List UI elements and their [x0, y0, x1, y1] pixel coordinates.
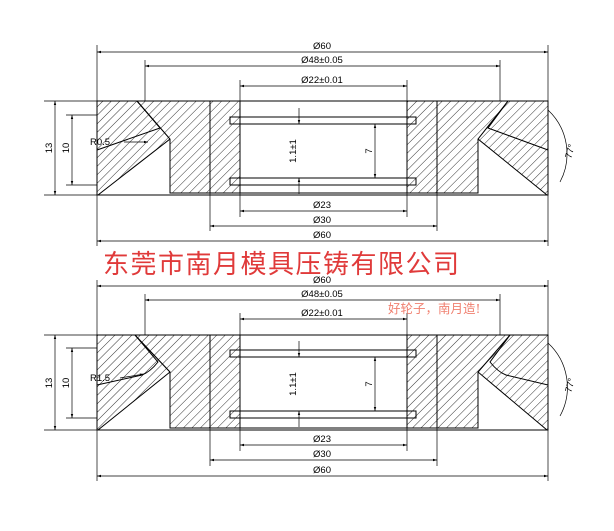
dimension-lines: [44, 45, 568, 246]
depth-label: 7: [364, 148, 375, 153]
bearing-bores: [229, 116, 417, 186]
dimension-lines: [44, 280, 568, 481]
radius-label: R1.5: [90, 373, 110, 384]
bearing-bores: [229, 349, 417, 419]
dim-23: Ø23: [313, 200, 331, 211]
dim-60-top: Ø60: [313, 275, 331, 286]
dim-23: Ø23: [313, 434, 331, 445]
angle-label: 77°: [563, 143, 577, 160]
dimension-labels: Ø60 Ø48±0.05 Ø22±0.01 13 10 R0.5 1.1±1 7…: [44, 41, 578, 241]
depth-label: 7: [364, 381, 375, 386]
dim-60-bottom: Ø60: [313, 230, 331, 241]
dim-60-top: Ø60: [313, 41, 331, 52]
dim-13: 13: [44, 143, 55, 154]
dim-30: Ø30: [313, 449, 331, 460]
dim-10: 10: [61, 378, 72, 389]
dim-13: 13: [44, 378, 55, 389]
company-watermark: 东莞市南月模具压铸有限公司: [103, 250, 461, 280]
dimension-labels: Ø60 Ø48±0.05 Ø22±0.01 13 10 R1.5 1.1±1 7…: [44, 275, 578, 476]
dim-22: Ø22±0.01: [301, 308, 343, 319]
gap-label: 1.1±1: [288, 139, 299, 163]
dim-30: Ø30: [313, 215, 331, 226]
dim-22: Ø22±0.01: [301, 75, 343, 86]
slogan-watermark: 好轮子，南月造!: [388, 301, 481, 316]
gap-label: 1.1±1: [288, 372, 299, 396]
dim-48: Ø48±0.05: [301, 289, 343, 300]
bottom-section-view: Ø60 Ø48±0.05 Ø22±0.01 13 10 R1.5 1.1±1 7…: [44, 275, 578, 481]
top-section-view: Ø60 Ø48±0.05 Ø22±0.01 13 10 R0.5 1.1±1 7…: [44, 41, 578, 246]
radius-label: R0.5: [90, 137, 110, 148]
wheel-body: [96, 334, 549, 431]
dim-48: Ø48±0.05: [301, 55, 343, 66]
dim-60-bottom: Ø60: [313, 465, 331, 476]
angle-label: 77°: [563, 377, 577, 394]
dim-10: 10: [61, 143, 72, 154]
wheel-body: [96, 100, 549, 196]
